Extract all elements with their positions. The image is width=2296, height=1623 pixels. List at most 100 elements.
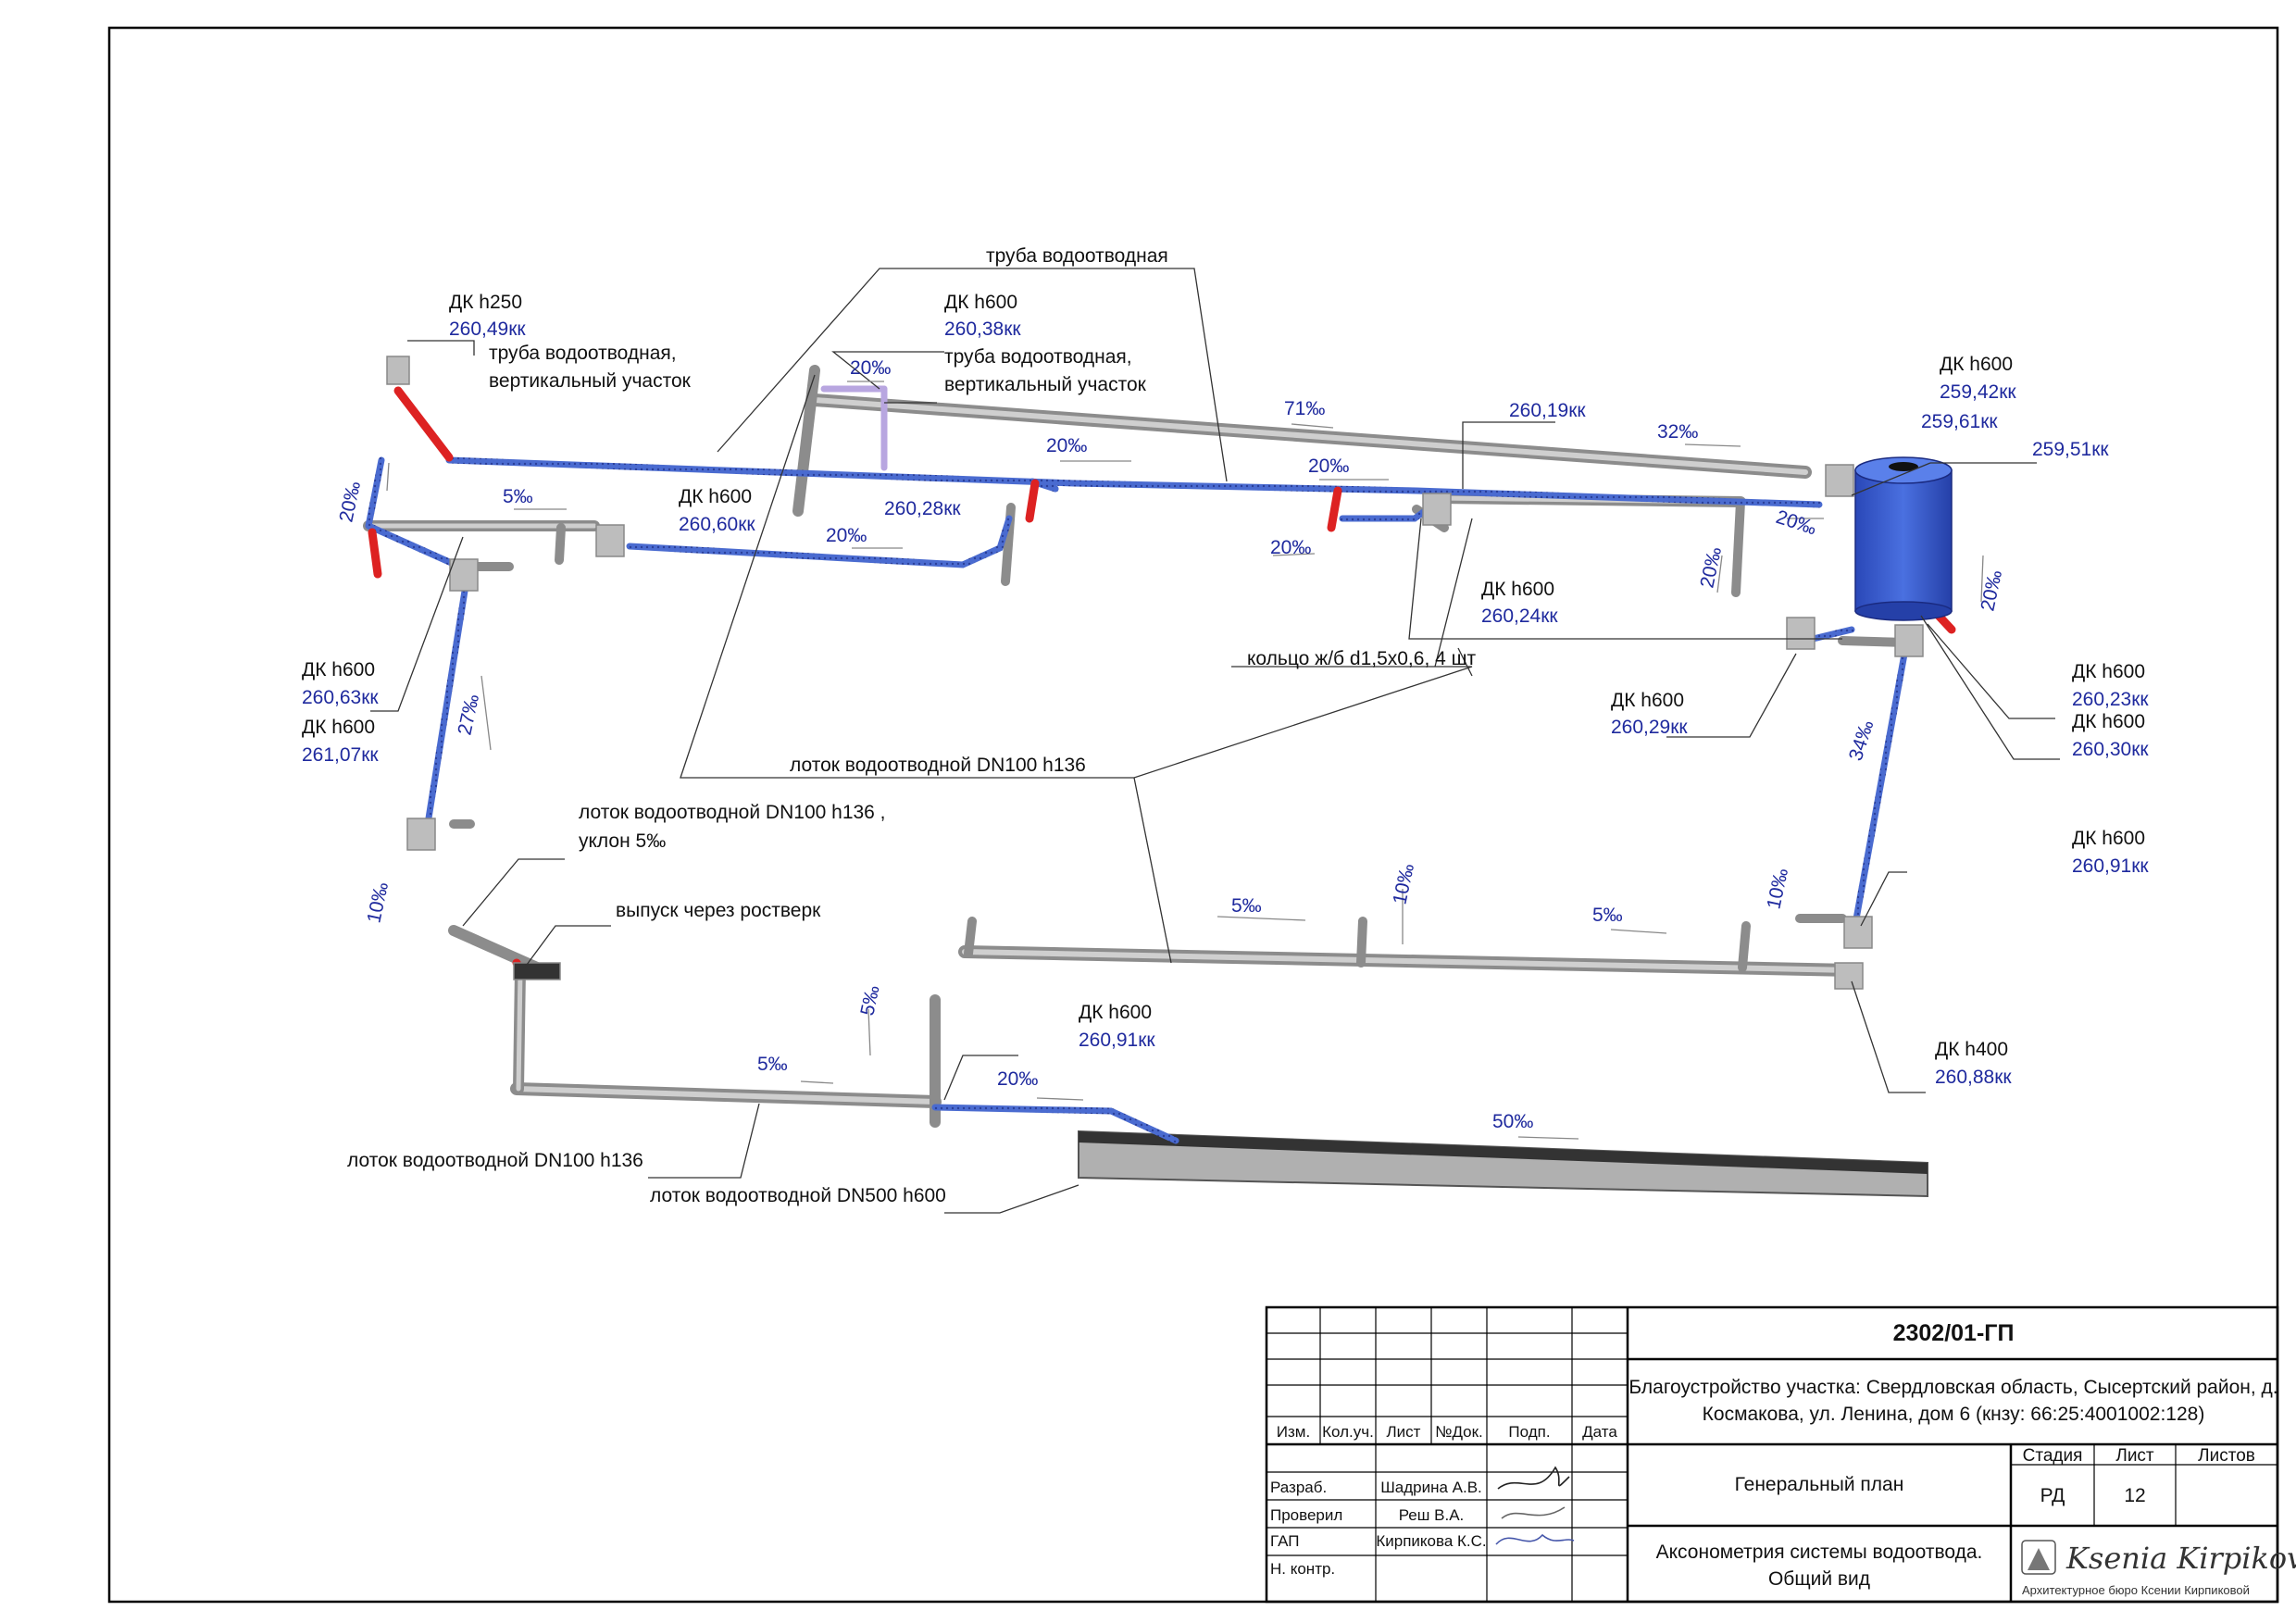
title-block-text: 2302/01-ГП Благоустройство участка: Свер… [1270,1320,2296,1597]
label-tray-dn100-slope-1: лоток водоотводной DN100 h136 , [579,802,886,823]
riser-mid-2 [1327,486,1342,532]
pipe-right-down [1848,635,1911,948]
gutter-left-diag [448,925,543,973]
slope-9: 20‰ [1270,537,1311,558]
label-dk-h600-26107: ДК h600 [302,717,375,738]
sheet-value: 12 [2124,1485,2145,1506]
logo-text: Ksenia Kirpikova [2065,1541,2296,1576]
label-outlet: выпуск через ростверк [616,900,821,921]
label-riser-left-1: труба водоотводная, [489,343,677,364]
slope-23: 50‰ [1492,1111,1533,1132]
leader-lines [370,268,2060,1214]
label-ring: кольцо ж/б d1,5x0,6, 4 шт [1247,648,1476,669]
riser-left-low [368,528,382,579]
value-dk-h600-top: 260,38кк [944,318,1021,340]
manhole-4 [406,818,436,851]
role-gap: ГАП [1270,1532,1299,1550]
value-dk-h600-26030: 260,30кк [2072,739,2149,760]
label-dk-h600-26030: ДК h600 [2072,711,2145,732]
slope-14: 34‰ [1845,718,1878,763]
value-dk-h600-26063: 260,63кк [302,687,379,708]
gutter-stub-1 [792,365,820,517]
signature-gap [1495,1533,1575,1545]
col-podp: Подп. [1508,1423,1550,1441]
col-list: Лист [1387,1423,1421,1441]
gutter-stub-4 [964,917,977,958]
sheets-header: Листов [2198,1446,2255,1466]
signature-razrab [1497,1466,1570,1490]
sheet-frame [107,26,2279,1604]
label-dk-h400: ДК h400 [1935,1039,2008,1060]
riser-mid-1 [1025,479,1040,523]
manhole-6 [1825,464,1854,497]
slope-6: 5‰ [503,486,533,507]
sheet-header: Лист [2115,1446,2154,1466]
manhole-8 [1894,624,1924,657]
slope-4: 32‰ [1657,421,1698,443]
value-dk-h600-right-top: 259,42кк [1940,381,2016,403]
label-dk-h600-26091-bottom: ДК h600 [1079,1002,1152,1023]
slope-16: 5‰ [1231,895,1262,917]
slope-arrows [386,381,1984,1140]
col-izm: Изм. [1277,1423,1310,1441]
label-dk-h600-top: ДК h600 [944,292,1017,313]
stage-value: РД [2040,1485,2065,1506]
value-dk-h600-26029: 260,29кк [1611,717,1688,738]
label-dk-h250: ДК h250 [449,292,522,313]
label-dk-h600-26063: ДК h600 [302,659,375,680]
drawing-title-line1: Аксонометрия системы водоотвода. [1656,1542,1983,1563]
riser-left-top [393,386,454,462]
logo-caption: Архитектурное бюро Ксении Кирпиковой [2022,1583,2250,1597]
manhole-7 [1786,617,1816,650]
section-name: Генеральный план [1735,1474,1904,1495]
value-dk-h400: 260,88кк [1935,1067,2012,1088]
pipe-left-mid [626,515,1013,568]
slope-11: 20‰ [1977,568,2006,613]
gutter-stub-5 [1356,917,1367,968]
label-dk-h600-26024: ДК h600 [1481,579,1554,600]
slope-3: 20‰ [1046,435,1087,456]
outlet-block [513,962,561,980]
label-dk-h600-26023: ДК h600 [2072,661,2145,682]
name-gap: Кирпикова К.С. [1376,1532,1486,1550]
title-block [1265,1305,2279,1604]
role-proveril: Проверил [1270,1506,1342,1524]
tank [1854,456,1953,621]
label-riser-mid-1: труба водоотводная, [944,346,1132,368]
label-dk-h600-26060: ДК h600 [679,486,752,507]
col-kolvo: Кол.уч. [1322,1423,1374,1441]
manhole-5 [1422,493,1452,526]
label-riser-mid-2: вертикальный участок [944,374,1147,395]
pipe-bottom-link [931,1104,1179,1144]
value-dk-h600-26091-right: 260,91кк [2072,855,2149,877]
slope-22: 20‰ [997,1068,1038,1090]
label-tray-dn100-slope-2: уклон 5‰ [579,830,666,852]
slope-8: 20‰ [826,525,867,546]
value-dk-26019: 260,19кк [1509,400,1586,421]
tray-dn500-shape [1078,1130,1928,1198]
label-dk-h600-right-top: ДК h600 [1940,354,2013,375]
value-dk-h600-26024: 260,24кк [1481,606,1558,627]
slope-1: 20‰ [850,357,891,379]
gutter-network [363,365,1912,1128]
role-nkontr: Н. контр. [1270,1560,1335,1578]
slope-12: 20‰ [335,480,365,524]
value-dk-26028: 260,28кк [884,498,961,519]
slope-20: 5‰ [856,983,883,1017]
label-tray-dn100-mid: лоток водоотводной DN100 h136 [790,755,1086,776]
manhole-3 [595,524,625,557]
project-title-line2: Космакова, ул. Ленина, дом 6 (кнзу: 66:2… [1703,1404,2205,1425]
stage-header: Стадия [2023,1446,2083,1466]
slope-2: 71‰ [1284,398,1325,419]
pipe-network [365,385,1911,1144]
slope-19: 10‰ [1763,867,1792,911]
gutter-stub-3 [1731,497,1745,597]
bureau-logo: Ksenia Kirpikova Архитектурное бюро Ксен… [2021,1540,2296,1597]
slope-21: 5‰ [757,1054,788,1075]
label-pipe-main: труба водоотводная [986,245,1168,267]
value-dk-h600-26091-bottom: 260,91кк [1079,1030,1155,1051]
gutter-stub-7 [555,523,566,565]
slope-10: 20‰ [1696,545,1726,590]
value-dk-h600-26060: 260,60кк [679,514,755,535]
